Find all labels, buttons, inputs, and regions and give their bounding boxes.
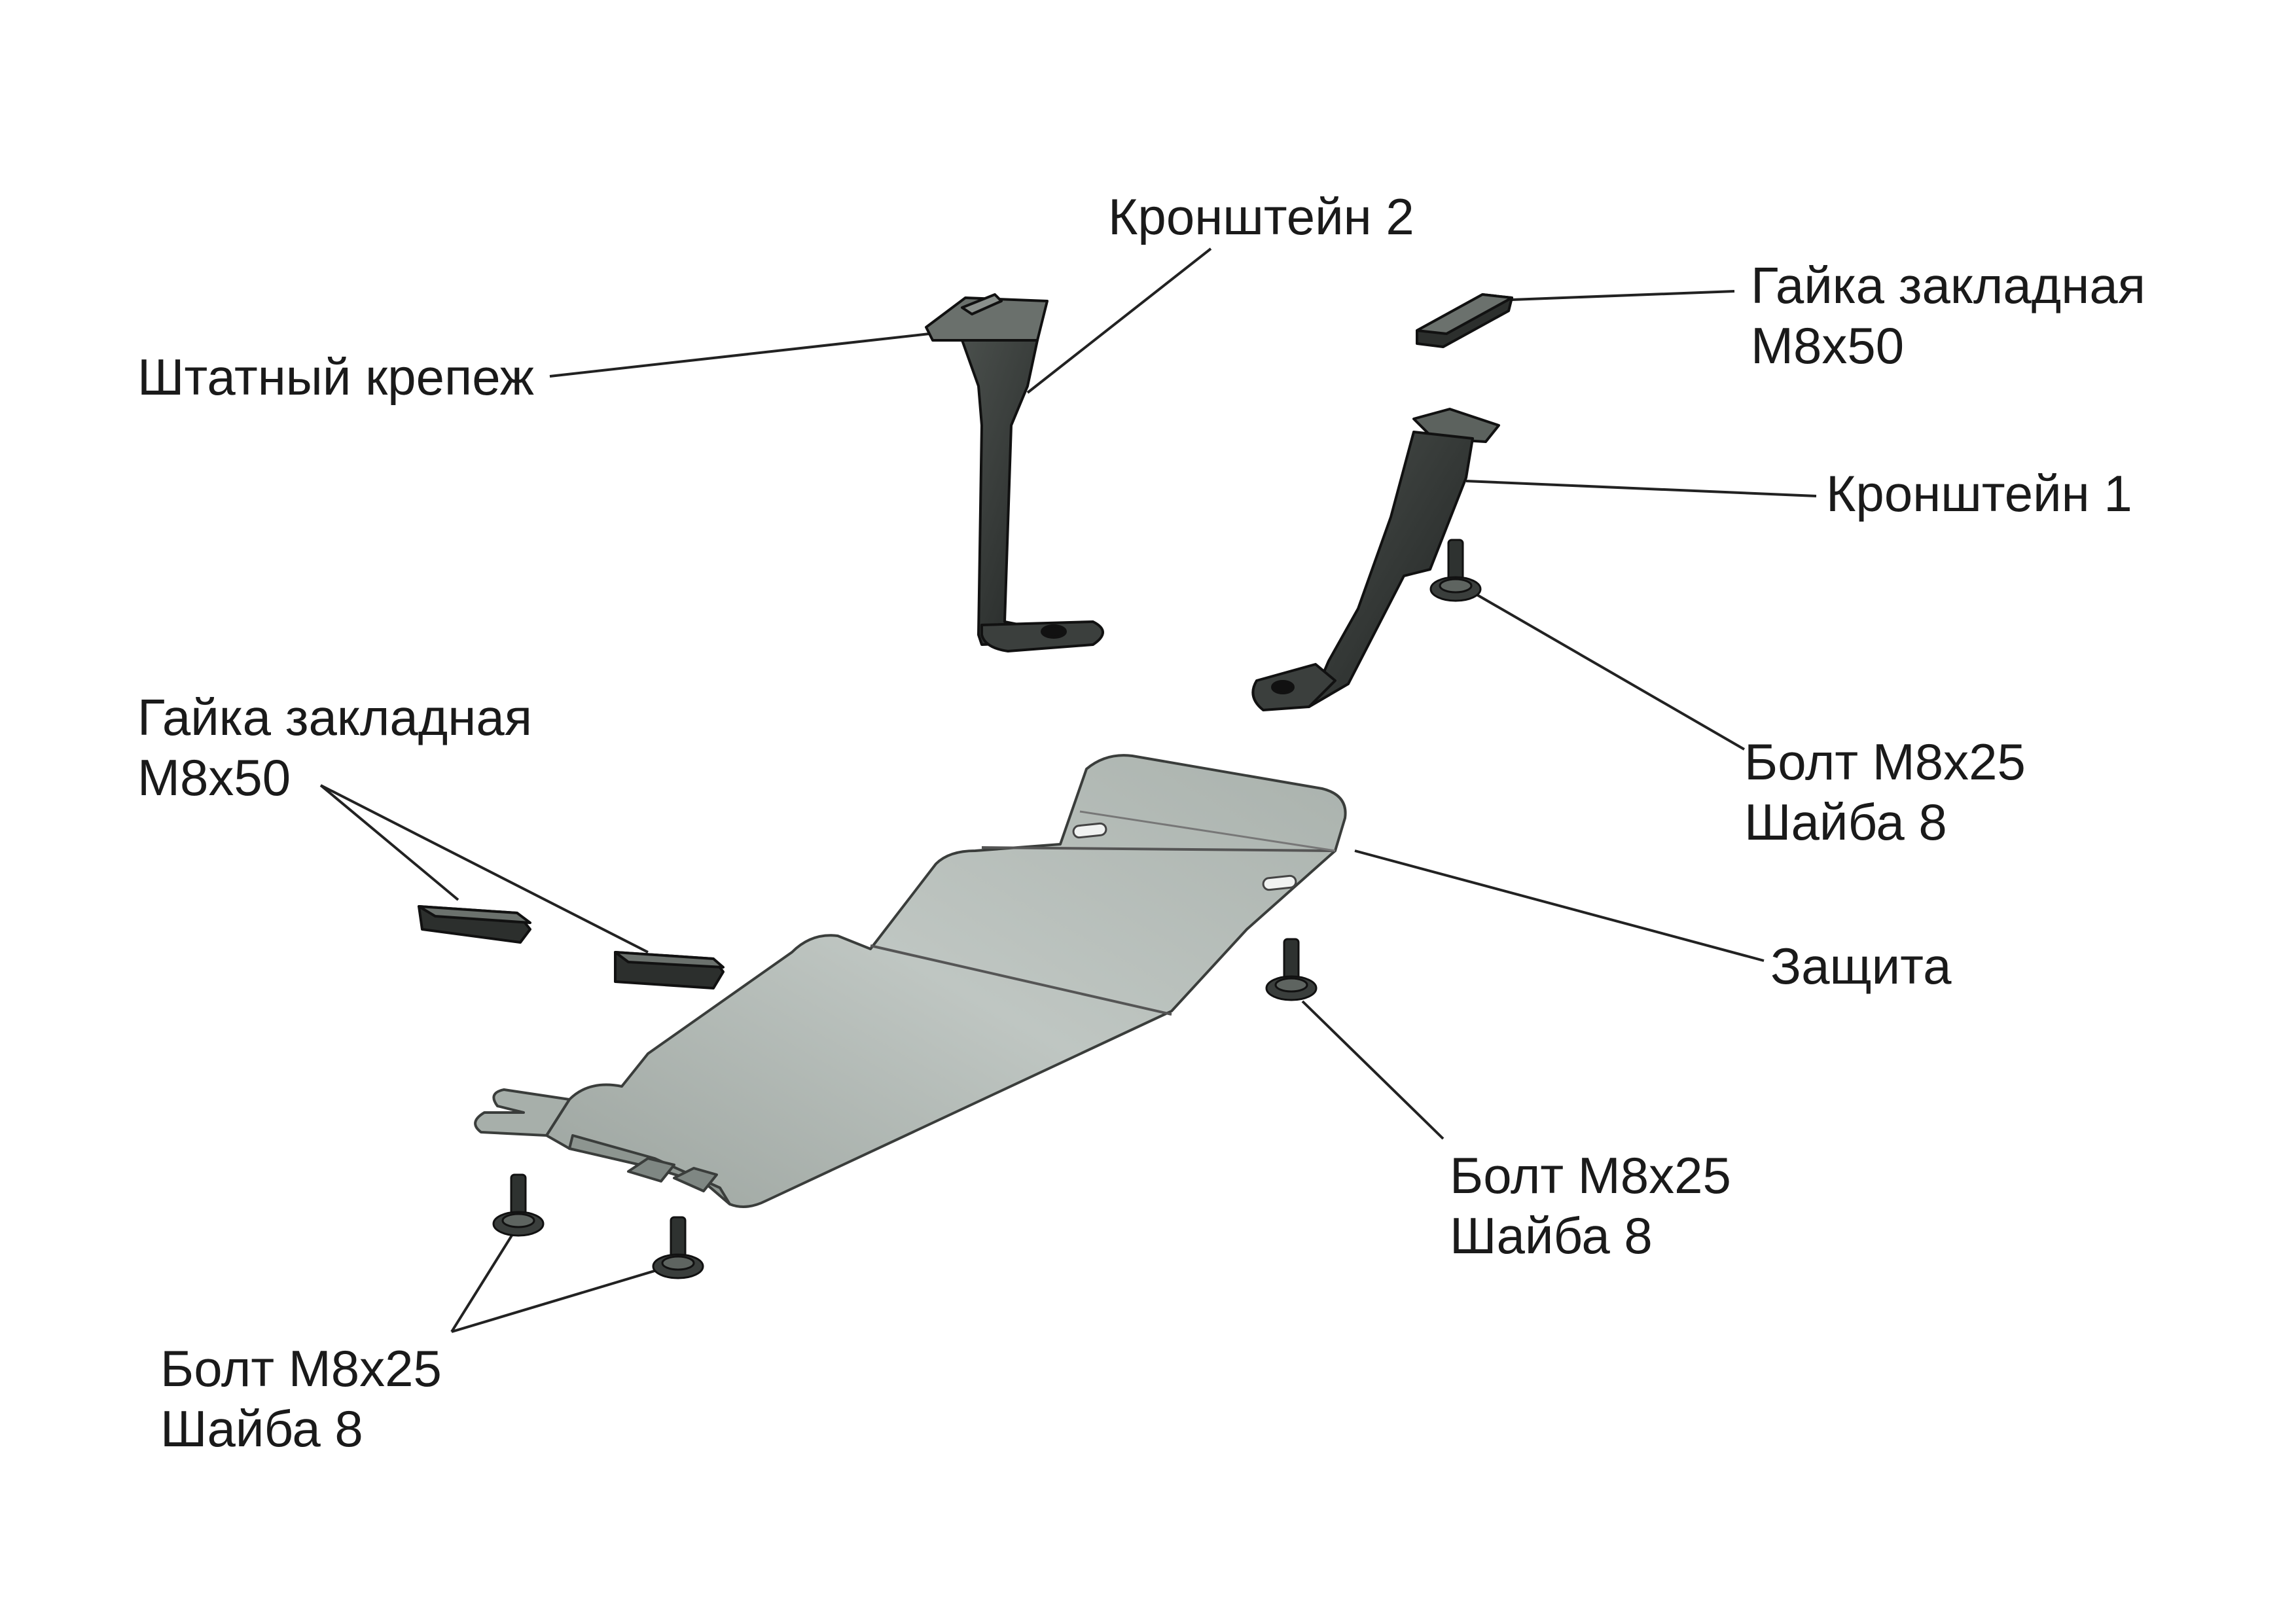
leader-insert-nut-left-a — [319, 784, 459, 901]
leader-insert-nut-top — [1511, 290, 1735, 301]
label-bolt-right-line2: Шайба 8 — [1744, 793, 1947, 851]
bolt-bottom-left-1 — [492, 1173, 545, 1237]
label-guard-text: Защита — [1770, 937, 1952, 995]
label-insert-nut-left-line1: Гайка закладная — [137, 688, 532, 746]
insert-nut-top — [1416, 293, 1513, 348]
label-standard-fastener-text: Штатный крепеж — [137, 348, 534, 406]
label-bolt-bottom-left-line1: Болт М8х25 — [160, 1340, 442, 1397]
label-bolt-center-line1: Болт М8х25 — [1450, 1147, 1731, 1204]
label-bolt-bottom-left-line2: Шайба 8 — [160, 1400, 363, 1457]
leader-bolt-bottom-left-a — [450, 1226, 518, 1333]
label-bolt-center: Болт М8х25 Шайба 8 — [1450, 1145, 1731, 1266]
insert-nut-left-2 — [614, 951, 725, 990]
label-bracket-1: Кронштейн 1 — [1826, 463, 2132, 524]
leader-bolt-bottom-left-b — [451, 1262, 681, 1333]
bracket-1 — [1251, 408, 1500, 711]
label-bolt-right: Болт М8х25 Шайба 8 — [1744, 732, 2026, 852]
label-insert-nut-left-line2: М8х50 — [137, 749, 291, 806]
label-standard-fastener: Штатный крепеж — [137, 347, 534, 407]
label-bracket-1-text: Кронштейн 1 — [1826, 465, 2132, 522]
leader-guard — [1354, 849, 1765, 962]
leader-standard-fastener — [549, 332, 930, 378]
bolt-center — [1265, 938, 1318, 1001]
insert-nut-left-1 — [418, 905, 531, 944]
leader-bracket-1 — [1465, 480, 1817, 497]
label-guard: Защита — [1770, 936, 1951, 996]
label-bolt-bottom-left: Болт М8х25 Шайба 8 — [160, 1338, 442, 1459]
leader-bracket-2 — [1026, 247, 1212, 394]
label-insert-nut-top: Гайка закладная М8х50 — [1751, 255, 2145, 376]
bolt-right — [1429, 539, 1482, 602]
bracket-2 — [925, 293, 1104, 652]
leader-bolt-center — [1301, 1000, 1444, 1140]
label-insert-nut-left: Гайка закладная М8х50 — [137, 687, 532, 808]
label-insert-nut-top-line2: М8х50 — [1751, 317, 1905, 374]
label-bolt-right-line1: Болт М8х25 — [1744, 733, 2026, 791]
bolt-bottom-left-2 — [652, 1216, 704, 1279]
label-bracket-2-text: Кронштейн 2 — [1108, 188, 1414, 245]
label-insert-nut-top-line1: Гайка закладная — [1751, 257, 2145, 314]
leader-bolt-right — [1471, 591, 1746, 751]
label-bracket-2: Кронштейн 2 — [1108, 187, 1414, 247]
leader-lines — [319, 247, 1817, 1333]
leader-insert-nut-left-b — [320, 784, 649, 954]
label-bolt-center-line2: Шайба 8 — [1450, 1207, 1653, 1264]
guard-plate — [474, 754, 1347, 1208]
